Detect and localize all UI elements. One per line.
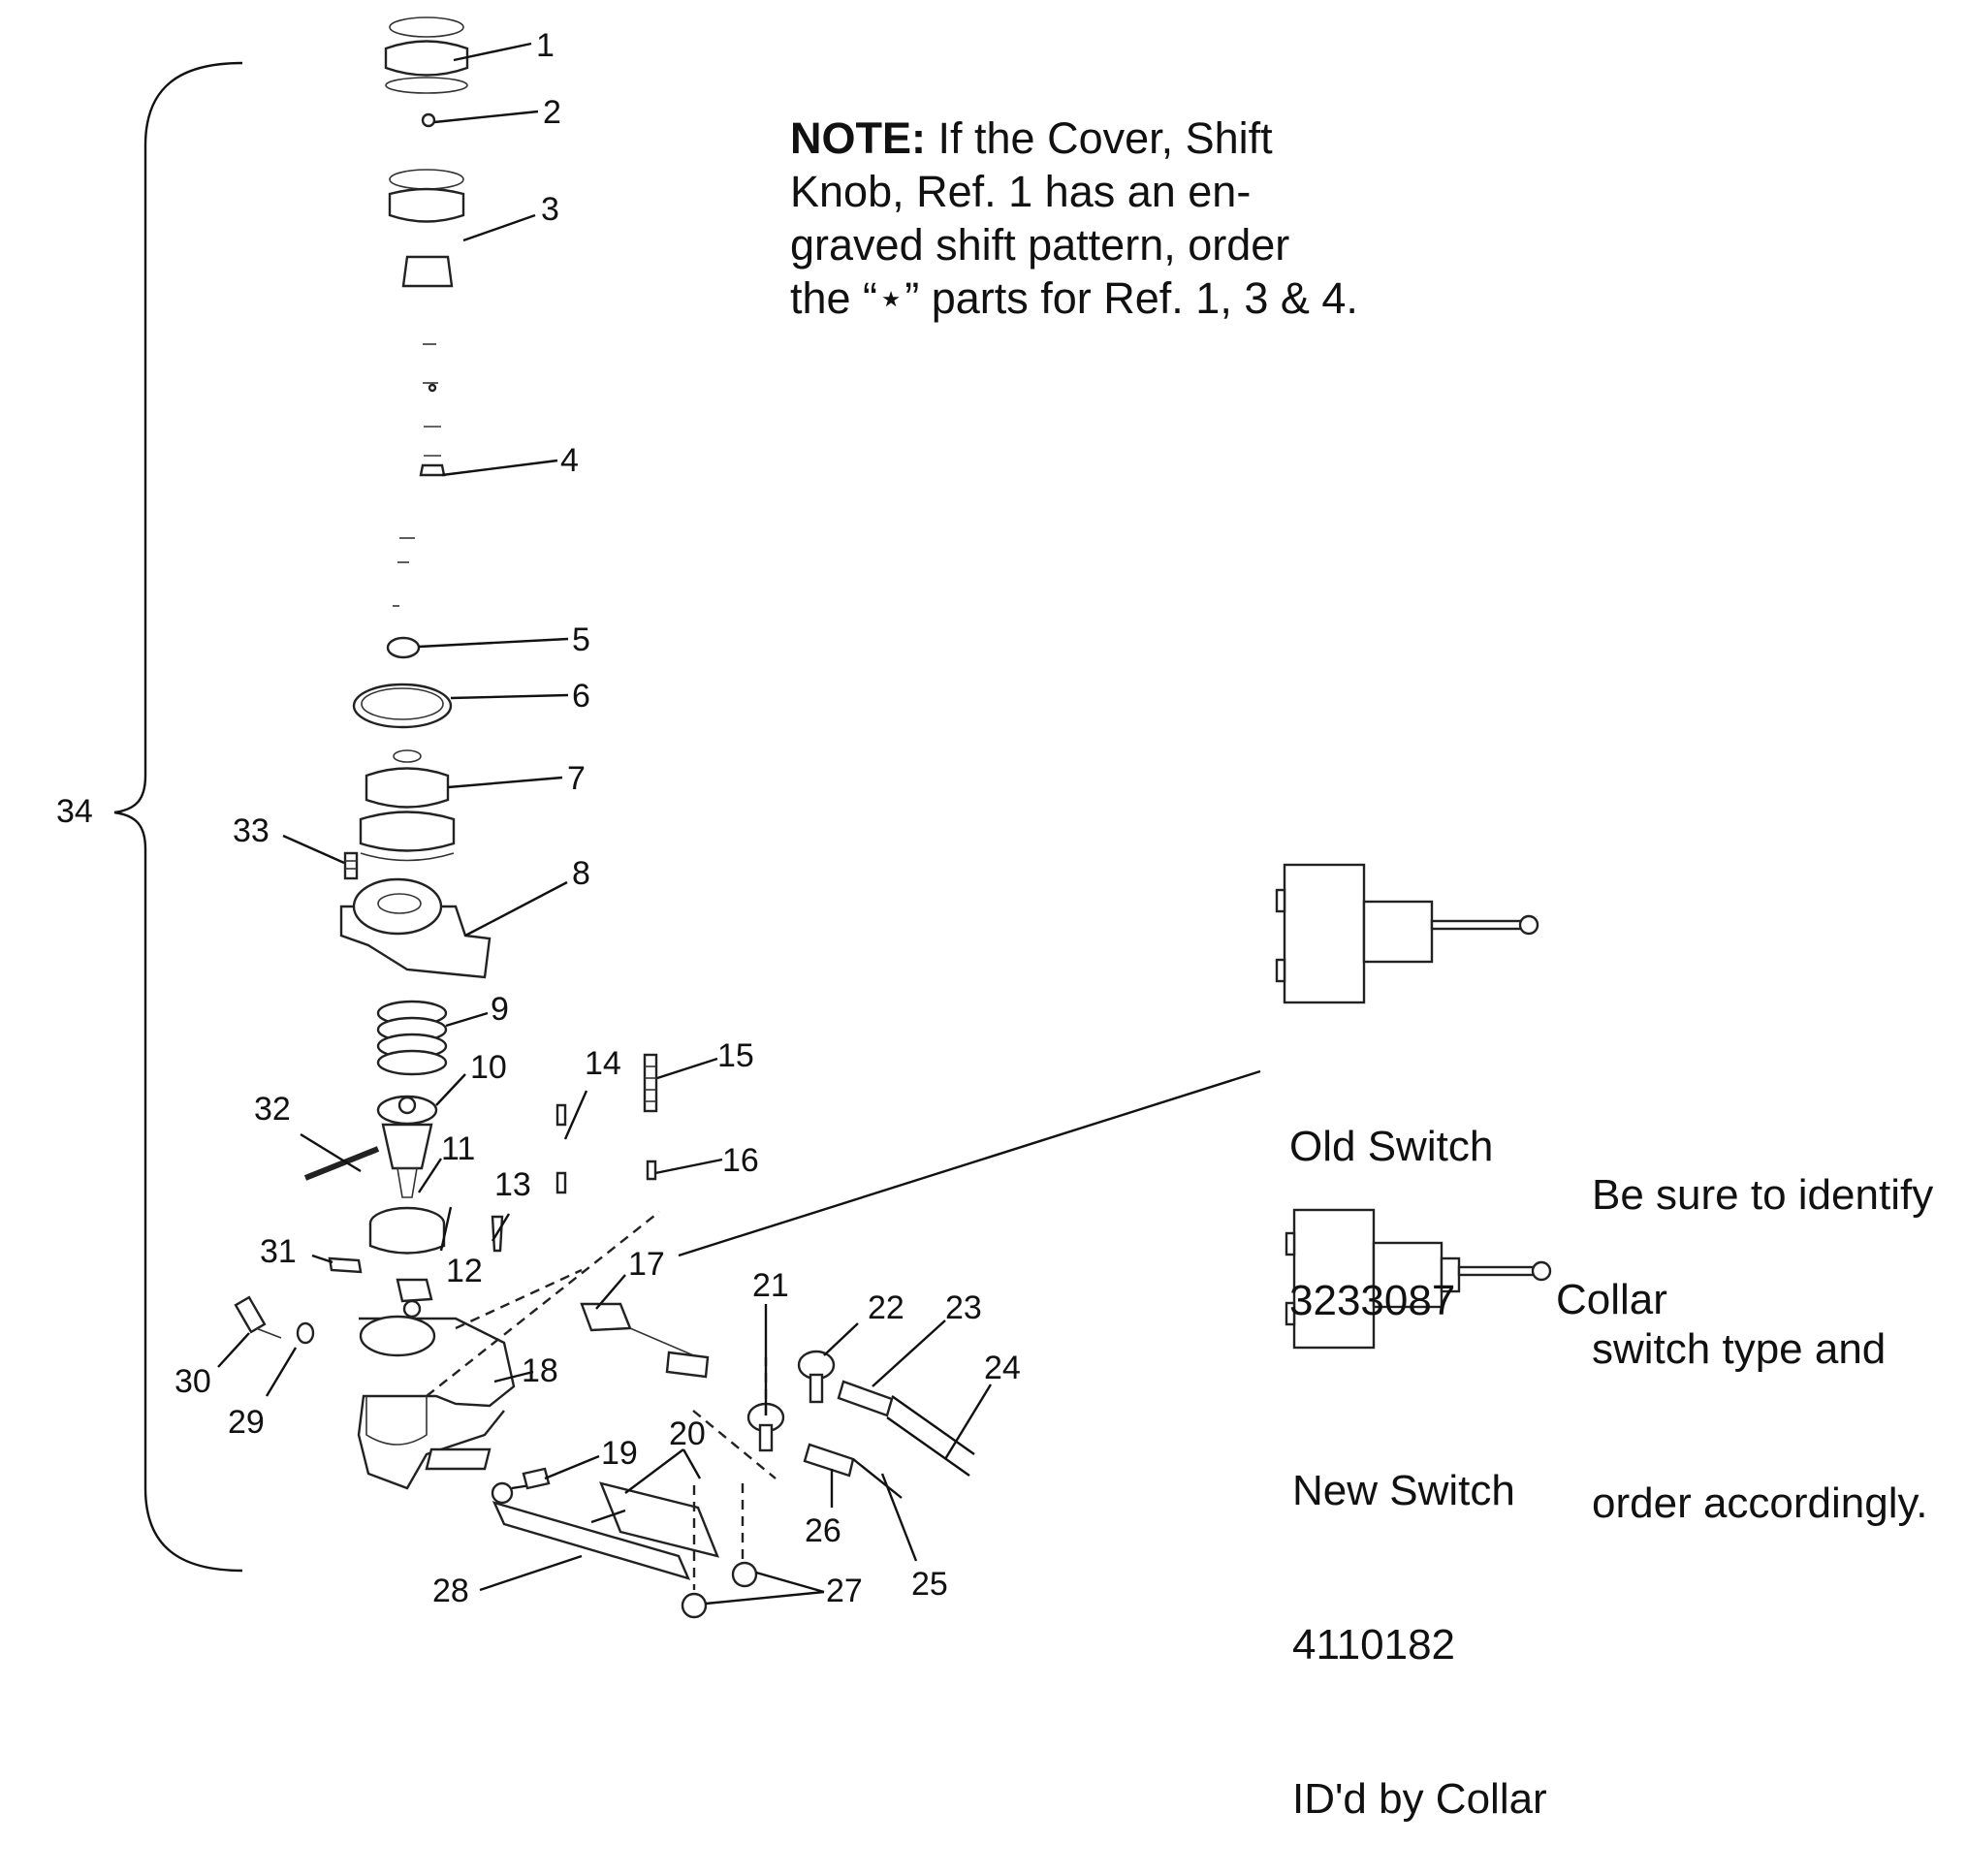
callout-31: 31 [260, 1233, 297, 1270]
callout-22: 22 [868, 1289, 904, 1326]
part-32-pin [303, 1146, 380, 1181]
part-5-o-ring [386, 636, 421, 659]
callout-20: 20 [669, 1415, 706, 1452]
callout-28: 28 [432, 1573, 469, 1609]
callout-26: 26 [805, 1512, 841, 1549]
part-7-boot [359, 749, 456, 862]
part-20-linkage [692, 1410, 777, 1590]
leader-lines [217, 42, 993, 1606]
callout-8: 8 [572, 855, 590, 892]
callout-10: 10 [470, 1049, 507, 1086]
callout-12: 12 [446, 1253, 483, 1289]
new-switch-title: New Switch [1292, 1467, 1515, 1514]
part-31-clip [328, 1256, 363, 1274]
part-ring [368, 1206, 446, 1255]
old-switch-label: Old Switch 3233087 [1289, 1018, 1493, 1378]
part-23-24-cable [837, 1380, 975, 1477]
part-16-screw [646, 1160, 657, 1181]
note-line-3: graved shift pattern, order [790, 220, 1290, 270]
note-line-1: If the Cover, Shift [926, 113, 1273, 163]
part-10-11-pivot [376, 1095, 438, 1198]
callout-2: 2 [543, 94, 561, 131]
part-33-screw [343, 851, 359, 880]
part-4-shaft [393, 343, 446, 607]
assembly-guide-line [455, 1268, 583, 1330]
part-27-nut [731, 1561, 758, 1588]
callout-6: 6 [572, 678, 590, 715]
callout-numbers: 1 2 3 4 5 6 7 8 9 10 11 12 13 14 15 16 1… [56, 27, 1021, 1609]
part-1-cover-knob [384, 16, 469, 94]
callout-21: 21 [752, 1267, 789, 1304]
callout-23: 23 [945, 1289, 982, 1326]
part-15-spring [643, 1053, 658, 1113]
old-switch-drawing [1275, 863, 1539, 1004]
assembly-guide-line [426, 1211, 660, 1397]
part-9-spring [376, 1000, 448, 1076]
assembly-brace [113, 61, 243, 1573]
part-14-pin [555, 1103, 567, 1194]
note-text: NOTE: If the Cover, Shift Knob, Ref. 1 h… [790, 111, 1488, 325]
callout-33: 33 [233, 812, 270, 849]
callout-30: 30 [174, 1363, 211, 1400]
callout-19: 19 [601, 1435, 638, 1472]
switch-leader [678, 1069, 1261, 1257]
part-30-bolt [234, 1295, 282, 1339]
callout-25: 25 [911, 1566, 948, 1603]
part-3-knob-body [388, 169, 465, 288]
part-22-ball-joint [797, 1350, 836, 1404]
part-29-washer [296, 1321, 315, 1345]
callout-13: 13 [494, 1166, 531, 1203]
callout-29: 29 [228, 1404, 265, 1441]
callout-5: 5 [572, 621, 590, 658]
identify-note-line-1: Be sure to identify [1592, 1171, 1934, 1219]
callout-27: 27 [826, 1573, 863, 1609]
note-label: NOTE: [790, 113, 926, 163]
part-28-cable [492, 1481, 719, 1580]
part-2-ball [421, 112, 436, 128]
new-switch-id-note: ID'd by Collar [1292, 1775, 1547, 1823]
note-line-4: the “⋆” parts for Ref. 1, 3 & 4. [790, 273, 1358, 323]
identify-note-line-3: order accordingly. [1592, 1479, 1928, 1527]
callout-18: 18 [522, 1352, 558, 1389]
callout-1: 1 [536, 27, 555, 64]
exploded-parts-diagram: 1 2 3 4 5 6 7 8 9 10 11 12 13 14 15 16 1… [56, 16, 1552, 1619]
callout-32: 32 [254, 1091, 291, 1128]
new-switch-label: New Switch 4110182 ID'd by Collar [1292, 1362, 1547, 1876]
callout-24: 24 [984, 1350, 1021, 1386]
callout-11: 11 [441, 1130, 475, 1167]
part-6-ring [352, 683, 453, 729]
callout-7: 7 [567, 760, 586, 797]
callout-14: 14 [585, 1045, 621, 1082]
callout-16: 16 [722, 1142, 759, 1179]
identify-note: Be sure to identify switch type and orde… [1592, 1066, 1933, 1580]
callout-4: 4 [560, 442, 579, 479]
part-17-switch-lever [580, 1302, 710, 1379]
identify-note-line-2: switch type and [1592, 1325, 1887, 1373]
callout-17: 17 [628, 1246, 665, 1283]
part-26-25-cable [803, 1443, 903, 1499]
new-switch-part-number: 4110182 [1292, 1621, 1456, 1669]
callout-34: 34 [56, 793, 93, 830]
callout-15: 15 [717, 1037, 754, 1074]
note-line-2: Knob, Ref. 1 has an en- [790, 167, 1252, 216]
part-8-plate [339, 877, 492, 979]
old-switch-title: Old Switch [1289, 1123, 1494, 1170]
part-19-fitting [491, 1467, 551, 1505]
callout-9: 9 [491, 991, 509, 1028]
part-27-nut [681, 1592, 708, 1619]
callout-3: 3 [541, 191, 559, 228]
old-switch-part-number: 3233087 [1289, 1277, 1456, 1324]
new-switch-drawing [1285, 1208, 1552, 1350]
part-18-housing [357, 1315, 516, 1490]
collar-label: Collar [1556, 1276, 1667, 1323]
part-12-arm [396, 1278, 433, 1319]
